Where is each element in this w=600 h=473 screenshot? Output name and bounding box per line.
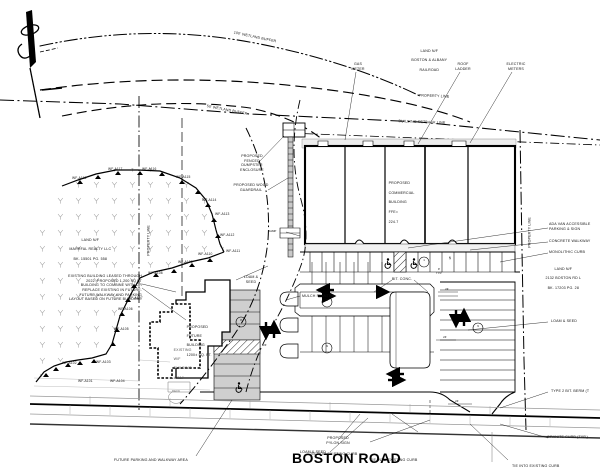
proposed-future-building-label: PROPOSED FUTURE BUILDING 1200± SQ. FT. <box>182 320 230 362</box>
note-existing-building-lease: EXISTING BUILDING LEASED THROUGH 2022. P… <box>68 274 142 302</box>
callout-tie-curb-3: TIE INTO EXISTING CURB <box>512 464 560 468</box>
proposed-commercial-building-label: PROPOSED COMMERCIAL BUILDING FFE= 224.7 <box>384 176 436 229</box>
pfb-l2: FUTURE <box>186 334 203 339</box>
accessible-parking-icon <box>384 258 392 269</box>
wf-label-a106: WF-A106 <box>118 307 133 311</box>
abutter-2132-l3: BK. 17203 PG. 28 <box>547 285 579 290</box>
callout-deck: DECK <box>172 389 181 393</box>
callout-pylon-sign: PROPOSED PYLON SIGN <box>326 436 350 445</box>
callout-loam-seed-mid: LOAM & SEED <box>243 275 259 284</box>
pfb-l3: BUILDING <box>186 343 205 348</box>
wf-label-a114: WF-A114 <box>202 198 217 202</box>
wf-label-a107: WF-A107 <box>128 296 143 300</box>
count-east: 9 <box>477 324 479 328</box>
wf-label-a115: WF-A115 <box>176 175 191 179</box>
dim-drive-bottom: 24' <box>455 399 459 403</box>
wf-label-a108: WF-A108 <box>148 271 163 275</box>
two-way-arrow-icon <box>258 319 282 341</box>
wf-label-a112: WF-A112 <box>220 233 235 237</box>
callout-concrete-walkway: CONCRETE WALKWAY <box>549 239 591 243</box>
count-future: 8 <box>240 318 242 322</box>
abutter-2132-l1: LAND N/F <box>554 266 573 271</box>
pcb-l5: 224.7 <box>388 219 399 224</box>
wf-label-a113: WF-A113 <box>215 212 230 216</box>
abutter-marrfal-label: LAND N/F MARRFAL REALTY LLC BK. 15501 PG… <box>50 233 126 266</box>
ewb-l1: EXISTING <box>173 347 192 352</box>
wf-label-a117: WF-A117 <box>108 167 123 171</box>
callout-dumpster-enclosure: PROPOSED FENCED DUMPSTER ENCLOSURE <box>240 154 264 173</box>
accessible-parking-icon <box>410 258 418 269</box>
ewb-l2: W/F <box>173 357 181 362</box>
callout-wood-guardrail: PROPOSED WOOD GUARDRAIL <box>233 183 269 192</box>
accessible-parking-icon <box>235 382 243 393</box>
callout-gas-meter: GAS METER <box>351 62 365 71</box>
two-way-arrow-icon <box>448 307 472 329</box>
label-property-line-east: PROPERTY LINE <box>527 217 532 248</box>
callout-tie-curb-2: TIE INTO EXISTING CURB <box>370 458 418 462</box>
callout-loam-seed-right: LOAM & SEED <box>551 319 578 323</box>
wf-label-a101: WF-A101 <box>78 379 93 383</box>
abutter-2132-l2: 2132 BOSTON RD L <box>545 276 582 281</box>
wf-label-a110: WF-A110 <box>198 252 213 256</box>
abutter-railroad-l1: LAND N/F <box>420 48 439 53</box>
wf-label-a109: WF-A109 <box>178 260 193 264</box>
pcb-l1: PROPOSED <box>388 180 411 185</box>
road-title: BOSTON ROAD <box>292 450 402 466</box>
callout-mulch-planter: MULCH PLANTER <box>302 294 335 298</box>
two-way-arrow-icon <box>385 366 407 388</box>
dim-aisle-upper: 24' <box>263 343 267 347</box>
callout-monolithic-curb: MONOLITHIC CURB <box>549 250 585 254</box>
callout-loam-seed-bottom: LOAM & SEED <box>300 450 327 454</box>
pfb-l4: 1200± SQ. FT. <box>186 352 212 357</box>
abutter-marrfal-l2: MARRFAL REALTY LLC <box>69 247 112 252</box>
callout-tie-curb-1: TIE INTO EXISTING CURB <box>310 452 358 456</box>
abutter-railroad-label: LAND N/F BOSTON & ALBANY RAILROAD <box>389 44 465 77</box>
north-arrow-graphic <box>17 10 63 119</box>
abutter-2132-label: LAND N/F 2132 BOSTON RD L BK. 17203 PG. … <box>524 262 598 295</box>
callout-roof-ladder: ROOF LADDER <box>455 62 471 71</box>
dim-aisle-right: 24' <box>443 335 447 339</box>
two-way-arrow-icon <box>315 282 337 304</box>
dim-typ-9: 9' TYP. <box>435 267 443 275</box>
pcb-l4: FFE= <box>388 209 399 214</box>
dim-aisle-lower: 24' <box>445 287 449 291</box>
abutter-railroad-l3: RAILROAD <box>419 67 440 72</box>
wf-label-a116: WF-A116 <box>142 167 157 171</box>
callout-bit-conc: BIT. CONC. <box>391 277 413 281</box>
wf-label-a118: WF-A118 <box>72 176 87 180</box>
wf-label-a103: WF-A103 <box>96 360 111 364</box>
wf-label-a102: WF-A102 <box>62 361 77 365</box>
abutter-marrfal-l3: BK. 15501 PG. 558 <box>73 256 108 261</box>
pcb-l3: BUILDING <box>388 200 407 205</box>
count-mid-a: 9 <box>326 298 328 302</box>
callout-ada-van-accessible: ADA VAN ACCESSIBLE PARKING & SIGN <box>549 222 591 231</box>
callout-future-parking-area: FUTURE PARKING AND WALKWAY AREA <box>114 458 188 462</box>
abutter-railroad-l2: BOSTON & ALBANY <box>411 58 448 63</box>
callout-ramp: RAMP <box>268 229 277 233</box>
callout-granite-curb: GRANITE CURB (TYP.) <box>547 435 588 439</box>
wf-label-a104: WF-A104 <box>110 379 125 383</box>
wf-label-a105: WF-A105 <box>114 327 129 331</box>
callout-type-2-berm: TYPE 2 BIT. BERM (T <box>551 389 590 393</box>
pfb-l1: PROPOSED <box>186 324 209 329</box>
count-mid-b: 9 <box>326 344 328 348</box>
pcb-l2: COMMERCIAL <box>388 190 415 195</box>
label-property-line-west: PROPERTY LINE <box>146 225 151 256</box>
ewb-l4: #2110 <box>173 375 185 380</box>
dim-stall-depth: 18' <box>448 256 453 260</box>
wf-label-a111: WF-A111 <box>226 249 241 253</box>
count-upper-right: 1 <box>423 258 425 262</box>
callout-electric-meters: ELECTRIC METERS <box>506 62 526 71</box>
abutter-marrfal-l1: LAND N/F <box>81 237 100 242</box>
ewb-l3: BUILDING <box>173 366 192 371</box>
existing-wf-building-label: EXISTING W/F BUILDING #2110 <box>169 343 209 385</box>
